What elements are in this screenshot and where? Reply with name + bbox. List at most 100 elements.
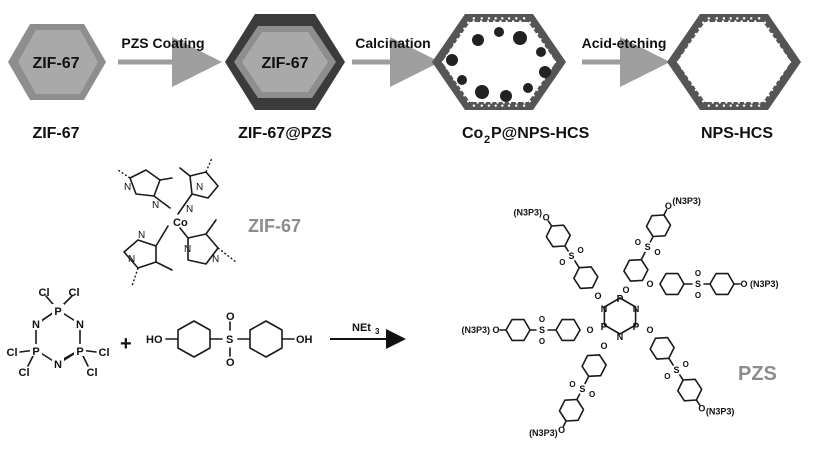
pzs-so-o-atom: O bbox=[589, 390, 595, 399]
stage4-label: NPS-HCS bbox=[701, 125, 773, 142]
shell-pore-dot bbox=[459, 88, 463, 92]
bps-o-atom-1: O bbox=[226, 311, 235, 323]
shell-pore-dot bbox=[539, 38, 542, 41]
pzs-end-group: (N3P3) bbox=[461, 325, 490, 335]
pzs-o-atom: O bbox=[740, 279, 747, 289]
pzs-benzene-ring bbox=[581, 354, 607, 378]
shell-pore-dot bbox=[774, 38, 777, 41]
phz-p-2: P bbox=[32, 346, 39, 358]
shell-pore-dot bbox=[772, 80, 775, 83]
shell-pore-dot bbox=[763, 21, 767, 24]
pzs-o-atom: O bbox=[646, 279, 653, 289]
shell-pore-dot bbox=[769, 85, 772, 88]
shell-pore-dot bbox=[788, 60, 792, 64]
shell-pore-dot bbox=[525, 22, 528, 26]
phosphazene-molecule: P P P N N N Cl Cl Cl Cl Cl Cl bbox=[7, 287, 110, 379]
shell-pore-dot bbox=[548, 59, 552, 62]
shell-pore-dot bbox=[535, 38, 538, 41]
phz-p-1: P bbox=[54, 306, 61, 318]
shell-pore-dot bbox=[496, 101, 499, 104]
shell-pore-dot bbox=[692, 78, 695, 81]
shell-pore-dot bbox=[449, 72, 452, 76]
pzs-o-atom: O bbox=[543, 213, 550, 223]
bond bbox=[640, 251, 646, 261]
shell-pore-dot bbox=[450, 68, 453, 71]
phz-cl-3: Cl bbox=[7, 347, 18, 359]
pzs-so-o-atom: O bbox=[569, 380, 575, 389]
pzs-o-atom: O bbox=[698, 403, 705, 413]
arrow-pzs-coating: PZS Coating bbox=[118, 35, 222, 87]
shell-pore-dot bbox=[535, 32, 539, 36]
shell-pore-dot bbox=[487, 17, 491, 20]
shell-pore-dot bbox=[529, 28, 532, 31]
pzs-so-o-atom: O bbox=[635, 238, 641, 247]
shell-pore-dot bbox=[729, 17, 732, 20]
pzs-benzene-ring bbox=[505, 318, 531, 342]
shell-pore-dot bbox=[549, 54, 553, 57]
shell-pore-dot bbox=[683, 56, 687, 59]
bond bbox=[663, 208, 668, 216]
shell-pore-dot bbox=[464, 31, 468, 34]
pzs-o-atom: O bbox=[586, 325, 593, 335]
pzs-end-group: (N3P3) bbox=[706, 406, 735, 416]
shell-pore-dot bbox=[483, 101, 487, 104]
shell-pore-dot bbox=[441, 60, 445, 64]
shell-pore-dot bbox=[740, 20, 743, 23]
shell-pore-dot bbox=[764, 28, 767, 31]
shell-pore-dot bbox=[449, 48, 452, 52]
bisphenol-s-molecule: S O O HO OH bbox=[146, 311, 313, 369]
shell-pore-dot bbox=[490, 101, 493, 104]
pzs-core-n-2: N bbox=[633, 304, 640, 314]
pzs-end-group: (N3P3) bbox=[750, 279, 779, 289]
shell-pore-dot bbox=[736, 17, 739, 20]
shell-pore-dot bbox=[731, 101, 734, 104]
shell-pore-dot bbox=[453, 43, 456, 46]
shell-pore-dot bbox=[718, 101, 722, 104]
shell-pore-dot bbox=[743, 101, 747, 104]
zif-co-atom: Co bbox=[173, 217, 188, 229]
shell-pore-dot bbox=[770, 38, 773, 41]
shell-pore-dot bbox=[695, 83, 698, 86]
shell-pore-dot bbox=[480, 17, 483, 20]
plus-sign: + bbox=[120, 333, 132, 355]
arrow-label-pzs-coating: PZS Coating bbox=[121, 35, 204, 51]
pzs-end-group: (N3P3) bbox=[672, 196, 701, 206]
pzs-s-atom: S bbox=[568, 251, 574, 261]
shell-pore-dot bbox=[707, 104, 711, 107]
shell-pore-dot bbox=[507, 104, 511, 107]
shell-pore-dot bbox=[767, 94, 770, 97]
nps-hcs-particle bbox=[667, 14, 801, 110]
shell-pore-dot bbox=[781, 72, 784, 76]
shell-pore-dot bbox=[698, 88, 701, 91]
phz-cl-6: Cl bbox=[87, 367, 98, 379]
shell-pore-dot bbox=[696, 36, 699, 39]
shell-pore-dot bbox=[701, 100, 705, 103]
shell-pore-dot bbox=[699, 31, 703, 34]
shell-pore-dot bbox=[777, 78, 780, 81]
shell-pore-dot bbox=[542, 43, 545, 46]
shell-pore-dot bbox=[680, 67, 684, 70]
stage3-label: Co 2 P@NPS-HCS bbox=[462, 125, 590, 146]
stage3-label-sub: 2 bbox=[484, 134, 490, 146]
pzs-o-atom: O bbox=[594, 291, 601, 301]
phz-n-3: N bbox=[54, 359, 62, 371]
shell-pore-dot bbox=[763, 100, 767, 103]
bond bbox=[679, 374, 684, 381]
shell-pore-dot bbox=[757, 17, 761, 20]
shell-pore-dot bbox=[783, 59, 787, 62]
arrow-acid-etching: Acid-etching bbox=[582, 35, 670, 87]
bond bbox=[695, 399, 701, 406]
shell-pore-dot bbox=[698, 27, 701, 30]
shell-pore-dot bbox=[479, 20, 483, 23]
reagent-net-sub: 3 bbox=[375, 327, 380, 336]
shell-pore-dot bbox=[728, 20, 731, 23]
shell-pore-dot bbox=[705, 98, 708, 102]
shell-pore-dot bbox=[725, 101, 728, 104]
shell-pore-dot bbox=[762, 95, 765, 99]
zif67-pzs-particle: ZIF-67 bbox=[225, 14, 345, 110]
shell-pore-dot bbox=[736, 104, 739, 107]
pzs-so-o-atom: O bbox=[539, 337, 545, 346]
shell-pore-dot bbox=[781, 48, 784, 52]
phz-cl-5: Cl bbox=[99, 347, 110, 359]
